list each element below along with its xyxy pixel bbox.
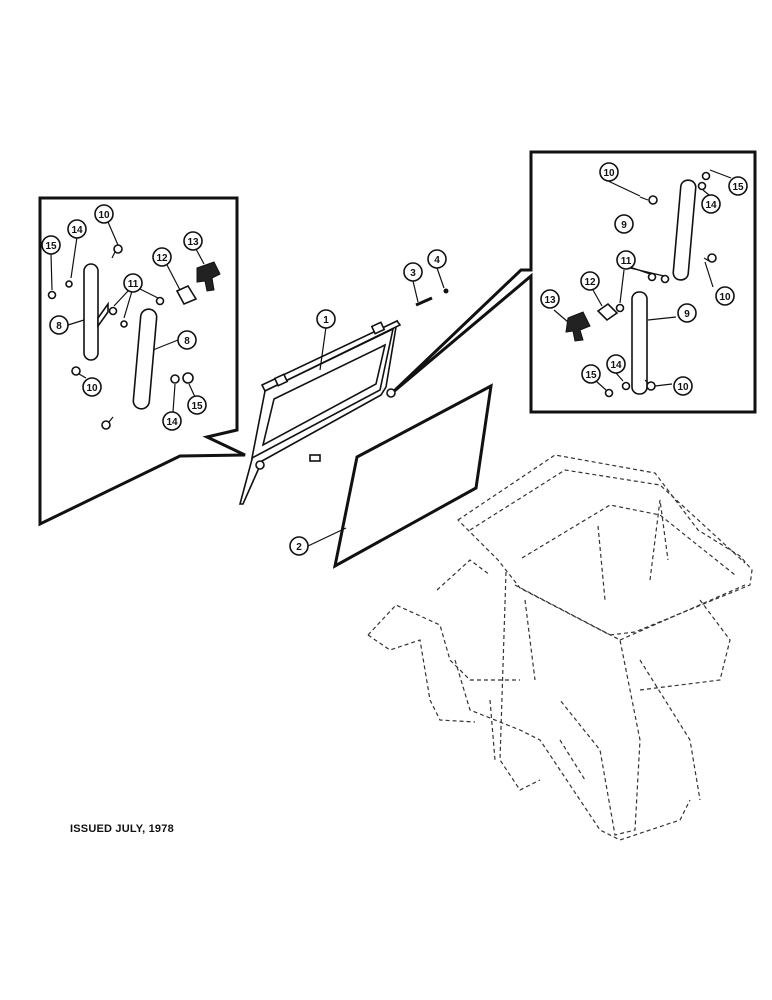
callout-right-10c: 10 (673, 376, 693, 396)
svg-text:10: 10 (98, 210, 110, 221)
callout-right-14b: 14 (606, 354, 626, 374)
svg-text:8: 8 (56, 321, 62, 332)
svg-text:13: 13 (544, 295, 556, 306)
right-detail-panel (390, 150, 757, 414)
callout-left-10b: 10 (82, 377, 102, 397)
callout-left-12: 12 (152, 247, 172, 267)
svg-text:10: 10 (677, 382, 689, 393)
svg-text:10: 10 (603, 168, 615, 179)
svg-text:15: 15 (585, 370, 597, 381)
svg-text:10: 10 (86, 383, 98, 394)
callout-right-13: 13 (540, 289, 560, 309)
callout-right-14a: 14 (701, 194, 721, 214)
svg-text:9: 9 (621, 220, 627, 231)
callout-bubbles: 1 2 3 4 10 14 15 13 12 11 8 8 10 14 15 1… (41, 162, 748, 556)
callout-left-11: 11 (123, 273, 143, 293)
callout-right-11: 11 (616, 250, 636, 270)
callout-2: 2 (289, 536, 309, 556)
callout-left-10a: 10 (94, 204, 114, 224)
callout-right-15a: 15 (728, 176, 748, 196)
hinge-pin (415, 296, 433, 307)
svg-text:14: 14 (610, 360, 622, 371)
svg-text:14: 14 (166, 417, 178, 428)
callout-left-15b: 15 (187, 395, 207, 415)
callout-left-15a: 15 (41, 235, 61, 255)
svg-text:12: 12 (584, 277, 596, 288)
callout-left-8a: 8 (49, 315, 69, 335)
svg-text:4: 4 (434, 255, 440, 266)
detent-ball (443, 288, 449, 294)
callout-right-10b: 10 (715, 286, 735, 306)
svg-text:15: 15 (191, 401, 203, 412)
svg-text:12: 12 (156, 253, 168, 264)
callout-right-12: 12 (580, 271, 600, 291)
glass-pane (332, 383, 493, 569)
left-panel-hardware (47, 244, 221, 430)
svg-text:1: 1 (323, 315, 329, 326)
callout-4: 4 (427, 249, 447, 269)
svg-text:8: 8 (184, 336, 190, 347)
callout-right-10a: 10 (599, 162, 619, 182)
callout-left-13: 13 (183, 231, 203, 251)
svg-text:11: 11 (621, 256, 632, 267)
callout-1: 1 (316, 309, 336, 329)
callout-3: 3 (403, 262, 423, 282)
svg-text:3: 3 (410, 268, 416, 279)
right-panel-hardware (565, 171, 717, 398)
svg-text:2: 2 (296, 542, 302, 553)
callout-left-14b: 14 (162, 411, 182, 431)
issued-date-note: ISSUED JULY, 1978 (70, 823, 174, 835)
svg-text:13: 13 (187, 237, 199, 248)
callout-right-15b: 15 (581, 364, 601, 384)
svg-text:10: 10 (719, 292, 731, 303)
svg-text:15: 15 (45, 241, 57, 252)
svg-text:15: 15 (732, 182, 744, 193)
svg-text:14: 14 (705, 200, 717, 211)
callout-right-9b: 9 (677, 303, 697, 323)
callout-left-8b: 8 (177, 330, 197, 350)
callout-left-14a: 14 (67, 219, 87, 239)
tractor-cab-outline (367, 454, 753, 841)
svg-text:14: 14 (71, 225, 83, 236)
callout-leaders (50, 169, 732, 547)
svg-text:11: 11 (128, 279, 139, 290)
callout-right-9a: 9 (614, 214, 634, 234)
window-frame (238, 319, 402, 505)
svg-text:9: 9 (684, 309, 690, 320)
